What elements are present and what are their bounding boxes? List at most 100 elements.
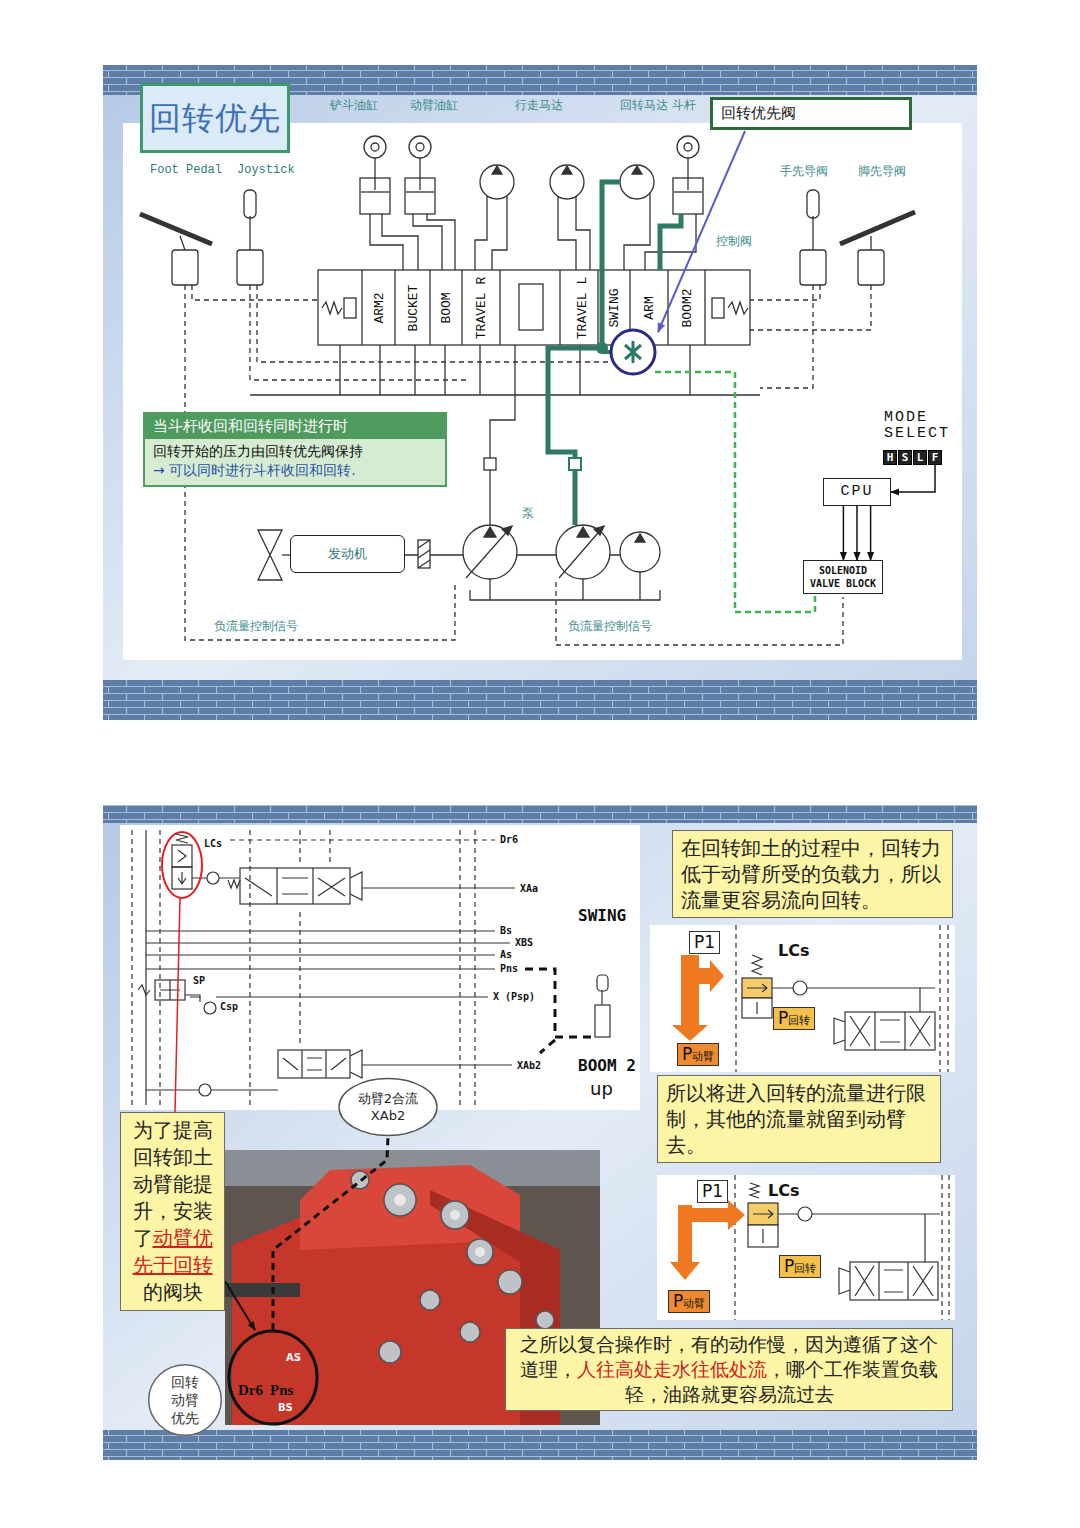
box-text: P <box>784 1256 794 1276</box>
hydraulic-schematic <box>677 136 699 158</box>
port-label: SP <box>193 975 205 987</box>
hydraulic-schematic <box>406 191 434 192</box>
box-text: 回转开始的压力由回转优先阀保持 <box>145 439 445 461</box>
explanation-box: 为了提高回转卸土动臂能提升，安装了动臂优先于回转的阀块 <box>120 1112 225 1311</box>
engine-box: 发动机 <box>290 535 405 573</box>
mode-label: MODE SELECT <box>884 410 956 442</box>
valve-schematic <box>145 830 146 1105</box>
box-text: BS <box>278 1402 293 1413</box>
box-text: F <box>929 451 941 464</box>
box-text: P1 <box>694 932 715 952</box>
port-label: XAa <box>520 883 538 895</box>
hydraulic-schematic <box>620 532 660 572</box>
hydraulic-schematic <box>470 572 660 600</box>
hydraulic-schematic <box>712 298 724 318</box>
flow-path-highlight <box>548 131 815 612</box>
flow-path-highlight <box>611 330 655 374</box>
box-text: Pns <box>270 1382 293 1399</box>
valve-photo <box>536 1311 554 1329</box>
function-label: BOOM 2 <box>578 1056 636 1075</box>
valve-photo <box>394 1194 485 1257</box>
valve-photo <box>225 1150 600 1186</box>
signal-label: 负流量控制信号 <box>212 618 300 635</box>
hydraulic-schematic <box>370 214 418 270</box>
slide-frame <box>103 1430 977 1460</box>
hydraulic-schematic <box>687 158 688 190</box>
component-label: 脚先导阀 <box>858 163 906 180</box>
flow-diagram <box>752 955 762 975</box>
hydraulic-schematic <box>180 236 185 250</box>
connector <box>870 506 872 560</box>
flow-path-highlight <box>660 214 681 270</box>
hydraulic-schematic <box>519 284 543 330</box>
flow-diagram <box>670 1205 700 1280</box>
ellipse-outline <box>229 1331 317 1424</box>
explanation-box: 在回转卸土的过程中，回转力低于动臂所受的负载力，所以流量更容易流向回转。 <box>672 830 953 918</box>
box-text: 发动机 <box>291 545 404 563</box>
ellipse-outline <box>228 1330 318 1425</box>
pressure-tag: P动臂 <box>677 1043 719 1066</box>
box-text: 当斗杆收回和回转同时进行时 <box>145 414 445 439</box>
component-label: 泵 <box>522 505 534 522</box>
component-label: 手先导阀 <box>780 163 828 180</box>
hydraulic-schematic <box>673 178 703 214</box>
flow-diagram <box>750 1183 759 1198</box>
flow-diagram <box>657 1175 955 1320</box>
flow-path-highlight <box>602 350 611 354</box>
box-text: 在回转卸土的过程中，回转力低于动臂所受的负载力，所以流量更容易流向回转。 <box>681 835 944 913</box>
hydraulic-schematic <box>374 158 375 190</box>
flow-diagram <box>692 1200 745 1230</box>
valve-schematic <box>277 868 313 904</box>
flow-diagram <box>735 1175 949 1320</box>
valve-photo <box>379 1341 401 1363</box>
hydraulic-schematic <box>484 527 645 542</box>
flow-diagram <box>778 1213 940 1214</box>
note-circle: 回转动臂优先 <box>148 1364 222 1436</box>
hydraulic-schematic <box>250 345 760 395</box>
box-text: 动臂2合流XAb2 <box>352 1090 424 1124</box>
valve-schematic <box>178 850 186 884</box>
flow-path-highlight <box>625 341 641 363</box>
box-text: 回转优先阀 <box>721 104 901 123</box>
hydraulic-schematic <box>413 214 455 270</box>
valve-schematic <box>120 825 640 1112</box>
valve-schematic <box>595 1005 610 1037</box>
box-text: L <box>914 451 926 464</box>
box-text: AS <box>286 1352 301 1363</box>
hydraulic-schematic <box>140 214 212 244</box>
connector <box>891 465 935 492</box>
box-text: CPU <box>824 483 890 501</box>
box-text: 动臂 <box>692 1050 714 1063</box>
box-text: P <box>673 1291 683 1311</box>
connector <box>273 1136 388 1330</box>
valve-photo <box>441 1201 469 1229</box>
component-label: 控制阀 <box>716 233 752 250</box>
box-text: 回转 <box>794 1262 816 1275</box>
hydraulic-schematic <box>192 285 871 388</box>
box-text: 回转动臂优先 <box>171 1373 199 1427</box>
port-label: Csp <box>220 1001 238 1013</box>
hydraulic-schematic <box>172 250 198 285</box>
valve-schematic <box>155 980 185 1000</box>
hydraulic-schematic <box>556 582 843 645</box>
box-text: 回转 <box>788 1014 810 1027</box>
box-text: Dr6 <box>238 1382 263 1399</box>
valve-schematic <box>192 877 240 878</box>
flow-diagram <box>742 998 772 1018</box>
hydraulic-schematic <box>812 216 813 250</box>
explanation-box: 所以将进入回转的流量进行限制，其他的流量就留到动臂去。 <box>657 1075 941 1163</box>
valve-schematic <box>120 825 640 1110</box>
hydraulic-schematic <box>282 554 290 555</box>
component-label: 行走马达 <box>515 97 563 114</box>
ellipse-outline <box>339 1079 437 1136</box>
valve-photo <box>300 1165 520 1250</box>
flow-path-highlight <box>596 342 608 354</box>
hydraulic-schematic <box>322 302 342 314</box>
port-label: XBS <box>515 937 533 949</box>
title-box: 回转优先 <box>140 83 290 153</box>
hydraulic-schematic <box>463 525 517 579</box>
flow-diagram <box>850 1012 930 1050</box>
flow-diagram <box>839 1268 850 1294</box>
box-text: P <box>682 1044 692 1064</box>
